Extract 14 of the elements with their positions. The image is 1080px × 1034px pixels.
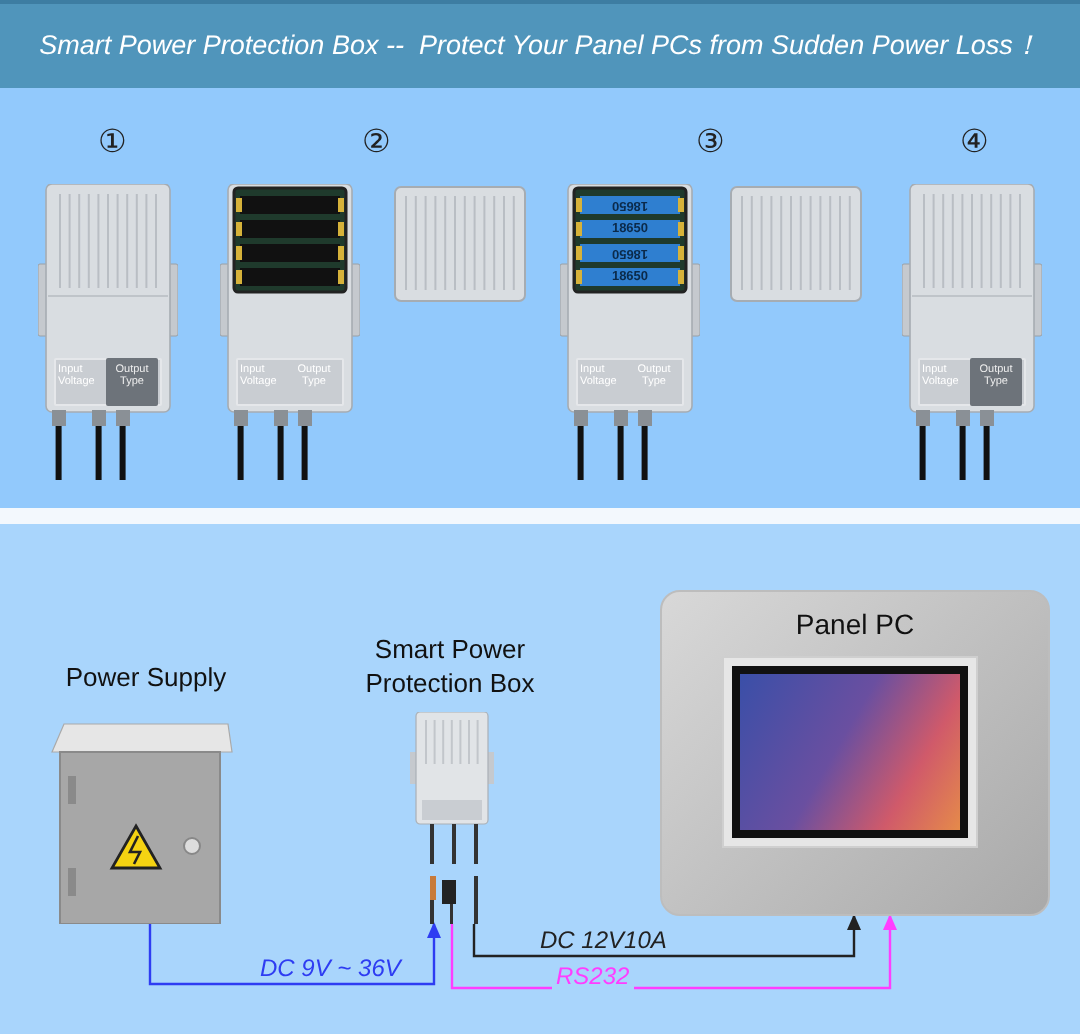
node-label: Panel PC	[793, 608, 917, 642]
step-number: ④	[958, 124, 990, 164]
step-number: ①	[96, 124, 128, 164]
title: Smart Power Protection Box -- Protect Your Panel PCs from Sudden Power Loss！	[39, 27, 1041, 64]
panel-pc	[660, 590, 1050, 916]
step-number: ②	[360, 124, 392, 164]
step-number: ③	[694, 124, 726, 164]
connector-arrow	[148, 922, 441, 986]
node-label: Power Supply	[63, 660, 229, 694]
edge-label: DC 9V ~ 36V	[256, 956, 405, 982]
edge-label: DC 12V10A	[536, 928, 671, 954]
node-label: Smart Power Protection Box	[363, 632, 537, 700]
edge-label: RS232	[552, 964, 634, 990]
connector-arrow	[472, 914, 861, 958]
